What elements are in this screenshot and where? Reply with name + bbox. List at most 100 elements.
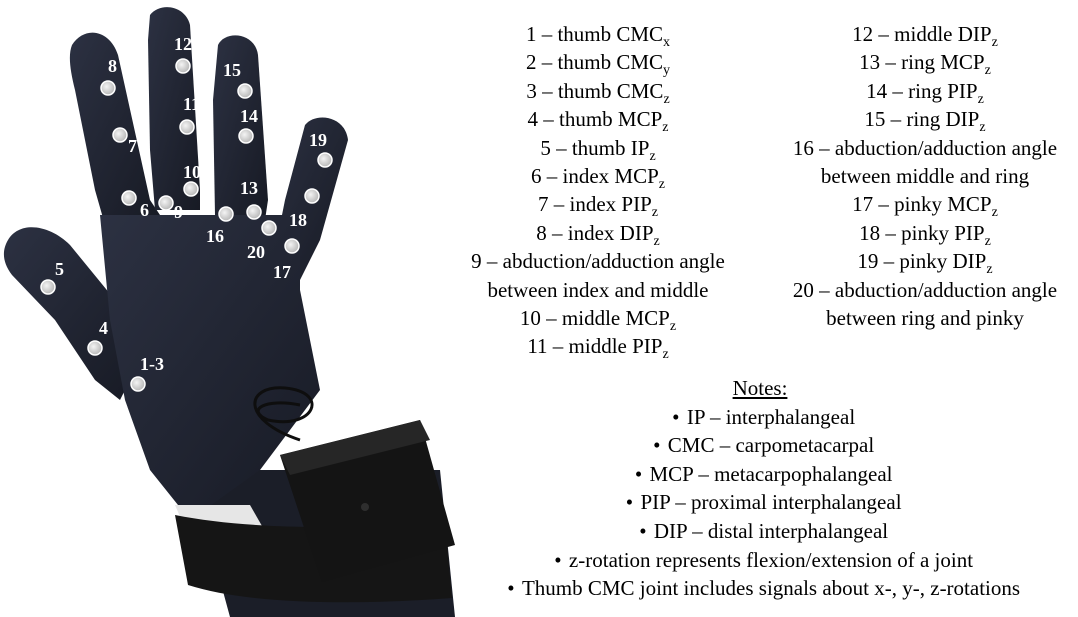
marker-20-label: 20 [247,242,265,262]
note-item: •DIP – distal interphalangeal [452,517,1068,546]
note-text: IP – interphalangeal [686,404,856,429]
marker-17-dot [284,238,300,254]
marker-1-3-dot [130,376,146,392]
note-text: MCP – metacarpophalangeal [649,461,893,486]
legend-item-text: 4 – thumb MCP [527,107,663,132]
legend-item-subscript: z [669,319,677,335]
legend-item: 15 – ring DIPz [772,105,1078,136]
legend-item-text: 8 – index DIP [536,220,654,245]
legend-item: 9 – abduction/adduction angle [438,247,758,275]
marker-7-label: 7 [128,136,137,156]
marker-17-label: 17 [273,262,291,282]
legend-item: 18 – pinky PIPz [772,219,1078,249]
notes-title: Notes: [732,376,788,400]
marker-10-dot [183,181,199,197]
legend-item-subscript: z [984,63,991,79]
marker-14-dot [238,128,254,144]
legend-item-text: 11 – middle PIP [527,334,663,359]
legend-item: 11 – middle PIPz [438,332,758,362]
note-text: PIP – proximal interphalangeal [640,490,902,515]
bullet-icon: • [554,547,562,572]
legend-item: 7 – index PIPz [438,190,758,221]
legend-item-text: 16 – abduction/adduction angle [792,135,1058,160]
bullet-icon: • [507,576,515,601]
glove [3,7,348,520]
marker-11-label: 11 [183,94,200,114]
legend-item-subscript: z [651,205,658,221]
legend-item: 8 – index DIPz [438,219,758,249]
legend-item-text: 13 – ring MCP [859,50,985,75]
note-item: •Thumb CMC joint includes signals about … [452,574,1068,603]
bullet-icon: • [625,490,634,515]
legend-item: between middle and ring [772,162,1078,190]
legend-item: between ring and pinky [772,304,1078,332]
note-item: •z-rotation represents flexion/extension… [452,546,1068,575]
legend-item: 20 – abduction/adduction angle [772,276,1078,304]
marker-9-label: 9 [174,202,183,222]
legend-item-subscript: z [977,91,984,107]
legend-item: 19 – pinky DIPz [772,247,1078,278]
legend-item-subscript: z [986,262,993,278]
marker-5-label: 5 [55,259,64,279]
marker-10-label: 10 [183,162,201,182]
legend-item: 13 – ring MCPz [772,48,1078,79]
note-text: Thumb CMC joint includes signals about x… [521,576,1021,601]
legend-item-subscript: z [984,233,991,249]
marker-6-dot [121,190,137,206]
legend-item-subscript: z [991,35,998,50]
legend-item-text: 3 – thumb CMC [526,78,664,103]
notes-list: •IP – interphalangeal•CMC – carpometacar… [452,403,1068,603]
bullet-icon: • [653,433,661,458]
marker-8-label: 8 [108,56,117,76]
legend-item-subscript: y [663,63,671,79]
legend-item-text: between middle and ring [820,164,1030,189]
marker-13-label: 13 [240,178,258,198]
legend-item-text: 20 – abduction/adduction angle [792,277,1058,302]
sensor-cable [253,386,314,442]
marker-7-dot [112,127,128,143]
legend-item-text: 15 – ring DIP [864,107,980,132]
legend-item: 12 – middle DIPz [772,20,1078,50]
legend-item: 6 – index MCPz [438,162,758,192]
legend-item: between index and middle [438,276,758,304]
legend-item-text: 2 – thumb CMC [525,50,664,75]
marker-12-label: 12 [174,34,192,54]
legend-item-text: 19 – pinky DIP [857,249,987,274]
legend-item-text: 5 – thumb IP [540,135,650,160]
marker-5-dot [40,279,56,295]
legend-item-text: 12 – middle DIP [852,22,992,46]
legend-item-text: 18 – pinky PIP [859,220,985,245]
legend-item: 10 – middle MCPz [438,304,758,335]
legend-item-subscript: z [979,120,986,136]
note-text: z-rotation represents flexion/extension … [568,547,974,572]
marker-13-dot [246,204,262,220]
legend-item-text: 6 – index MCP [531,164,659,189]
legend-item: 14 – ring PIPz [772,77,1078,107]
legend-item-text: between ring and pinky [826,306,1024,331]
marker-1-3-label: 1-3 [140,354,164,374]
sensor-box [280,420,455,582]
note-text: CMC – carpometacarpal [667,433,875,458]
marker-18-dot [304,188,320,204]
marker-16-dot [218,206,234,222]
marker-20-dot [261,220,277,236]
marker-15-label: 15 [223,60,241,80]
note-item: •MCP – metacarpophalangeal [452,460,1068,489]
legend-item-subscript: z [663,91,670,107]
marker-4-dot [87,340,103,356]
legend-item-subscript: z [649,148,656,164]
marker-15-dot [237,83,253,99]
legend-item-text: 1 – thumb CMC [525,22,664,46]
legend-item-text: 7 – index PIP [538,192,652,217]
marker-18-label: 18 [289,210,307,230]
notes: Notes: •IP – interphalangeal•CMC – carpo… [452,374,1068,603]
legend-item-subscript: z [662,120,669,136]
bullet-icon: • [634,461,643,486]
bullet-icon: • [672,404,680,429]
legend-item-text: 14 – ring PIP [866,78,978,103]
note-item: •CMC – carpometacarpal [452,431,1068,460]
note-item: •IP – interphalangeal [452,403,1068,432]
marker-12-dot [175,58,191,74]
legend-item-text: 10 – middle MCP [519,306,670,331]
marker-4-label: 4 [99,318,108,338]
